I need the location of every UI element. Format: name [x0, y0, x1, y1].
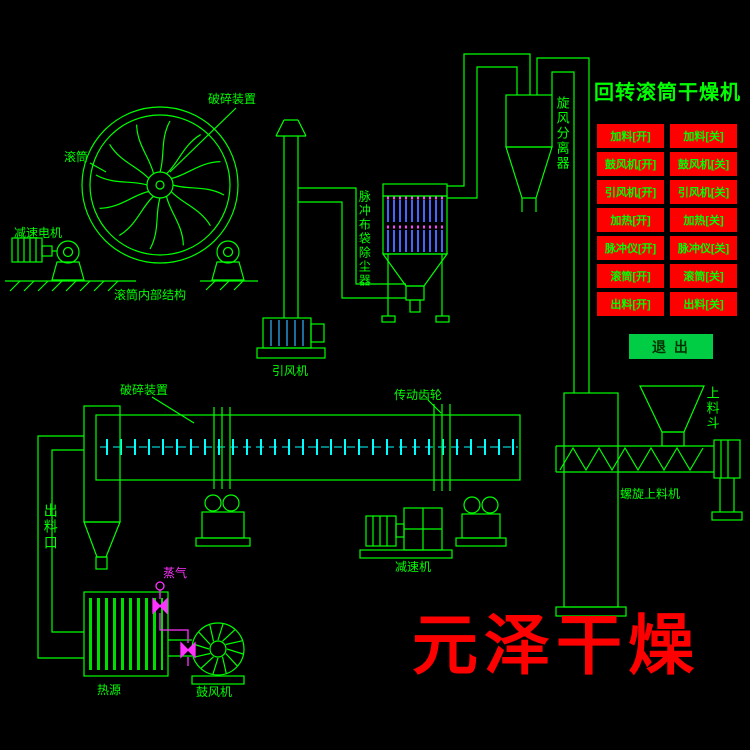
btn-discharge-off[interactable]: 出料[关]	[670, 292, 737, 316]
btn-feed-off[interactable]: 加料[关]	[670, 124, 737, 148]
btn-drum-on[interactable]: 滚筒[开]	[597, 264, 664, 288]
feed-hopper-icon	[639, 385, 705, 447]
exhaust-stack-icon	[275, 119, 406, 318]
label-steam: 蒸气	[163, 566, 188, 580]
main-drum-icon	[95, 396, 521, 491]
btn-heat-off[interactable]: 加热[关]	[670, 208, 737, 232]
drum-drive-icon	[195, 494, 507, 559]
btn-heat-on[interactable]: 加热[开]	[597, 208, 664, 232]
btn-feed-on[interactable]: 加料[开]	[597, 124, 664, 148]
induced-fan-icon	[256, 317, 326, 359]
blower-icon	[168, 622, 245, 685]
btn-induced-fan-off[interactable]: 引风机[关]	[670, 180, 737, 204]
drum-cross-section-icon	[5, 106, 258, 292]
feed-head-icon	[83, 405, 121, 570]
label-reducer: 减速机	[395, 560, 432, 574]
steam-valves-icon	[152, 581, 196, 666]
btn-blower-on[interactable]: 鼓风机[开]	[597, 152, 664, 176]
label-feed-hopper: 上料斗	[704, 386, 720, 431]
label-heat-source: 热源	[97, 683, 122, 697]
hot-air-duct-icon	[37, 435, 84, 659]
screw-feeder-icon	[555, 439, 743, 521]
btn-blower-off[interactable]: 鼓风机[关]	[670, 152, 737, 176]
btn-drum-off[interactable]: 滚筒[关]	[670, 264, 737, 288]
label-crusher-device-top: 破碎装置	[208, 92, 257, 106]
btn-discharge-on[interactable]: 出料[开]	[597, 292, 664, 316]
label-induced-draft-fan: 引风机	[272, 364, 309, 378]
btn-induced-fan-on[interactable]: 引风机[开]	[597, 180, 664, 204]
dust-collector-icon	[381, 183, 450, 323]
label-drum: 滚筒	[64, 150, 89, 164]
label-crusher-device-main: 破碎装置	[120, 383, 169, 397]
control-panel: 加料[开] 加料[关] 鼓风机[开] 鼓风机[关] 引风机[开] 引风机[关] …	[597, 124, 737, 316]
label-screw-feeder: 螺旋上料机	[620, 487, 681, 501]
discharge-box-icon	[536, 57, 627, 617]
cyclone-icon	[447, 53, 553, 212]
btn-pulse-on[interactable]: 脉冲仪[开]	[597, 236, 664, 260]
furnace-icon	[83, 591, 169, 677]
exit-button[interactable]: 退 出	[629, 334, 713, 359]
page-title: 回转滚筒干燥机	[594, 82, 741, 104]
label-cyclone-separator: 旋风分离器	[554, 96, 570, 171]
label-discharge-port: 出料口	[42, 503, 59, 551]
label-blower: 鼓风机	[196, 685, 233, 699]
label-transmission-gear: 传动齿轮	[394, 388, 443, 402]
label-pulse-bag-dust-collector: 脉冲布袋除尘器	[357, 190, 372, 288]
label-gear-motor: 减速电机	[14, 226, 63, 240]
btn-pulse-off[interactable]: 脉冲仪[关]	[670, 236, 737, 260]
label-drum-internal-structure: 滚筒内部结构	[114, 288, 187, 302]
